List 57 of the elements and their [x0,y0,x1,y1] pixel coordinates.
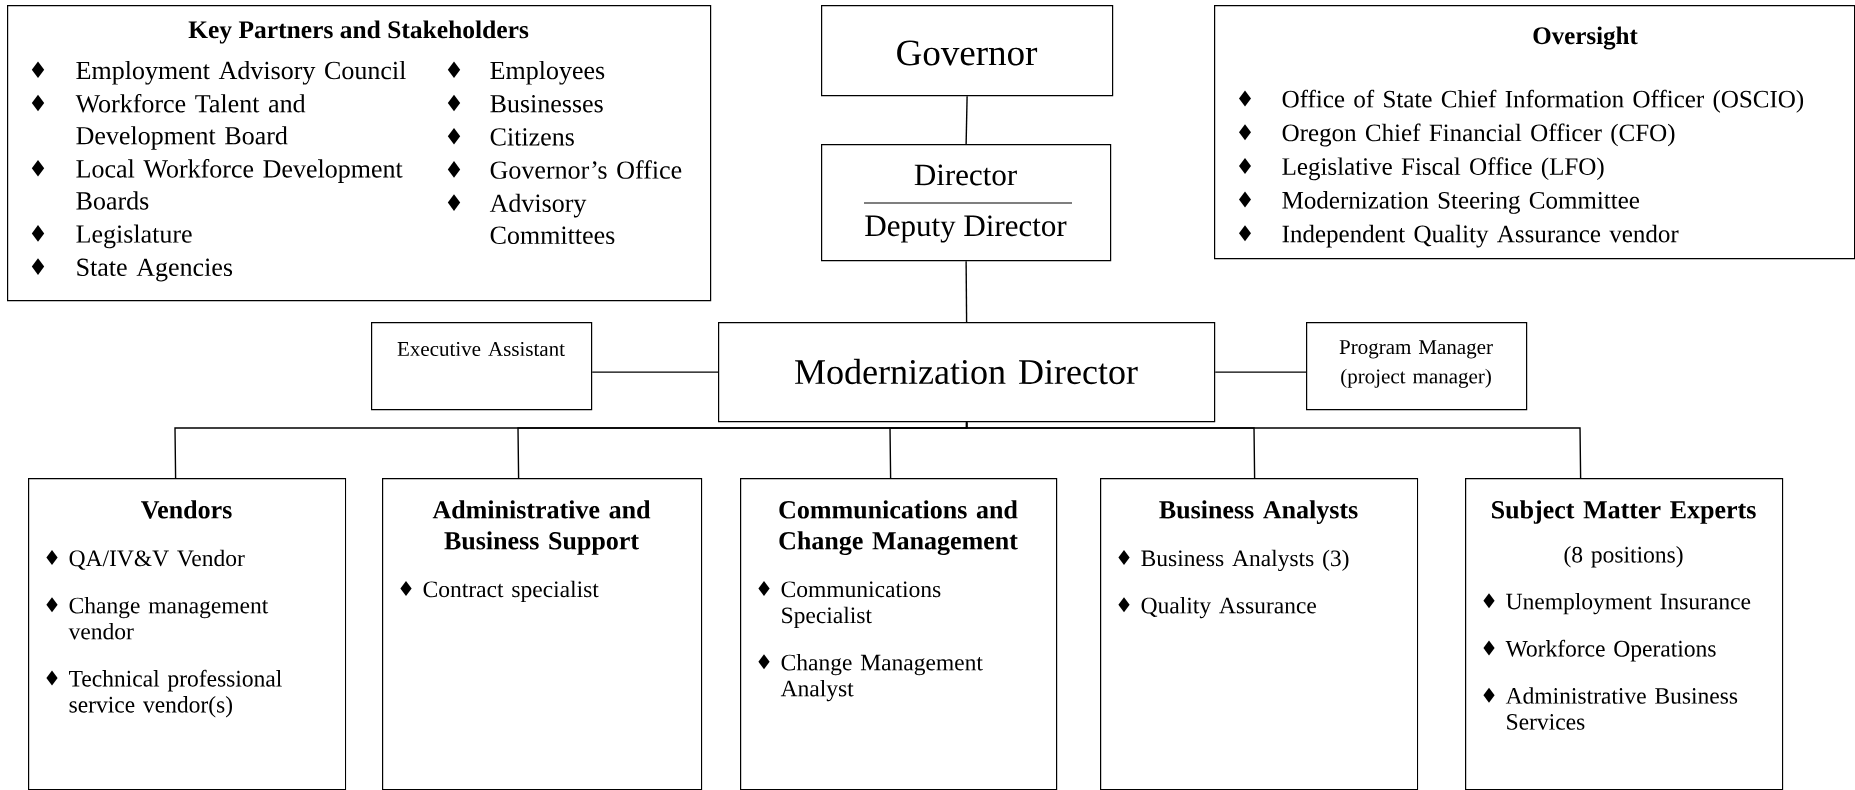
org-box [7,5,712,302]
list-item: Unemployment Insurance [1506,592,1751,615]
connector-line [965,95,968,145]
list-item: Employees [490,60,605,85]
list-item: Employment Advisory Council [76,60,406,85]
list-item: QA/IV&V Vendor [69,549,245,570]
list-item: Contract specialist [423,580,599,602]
title-text: Deputy Director [865,215,1067,243]
list-item: Communications Specialist [781,581,941,628]
list-item: State Agencies [77,258,233,282]
list-item: Administrative Business Services [1505,687,1738,730]
list-item: Change Management Analyst [780,653,983,702]
org-box [740,478,1058,790]
list-item: Legislature [76,224,192,249]
org-box [1465,478,1784,790]
org-box [382,478,703,790]
list-item: Technical professional service vendor(s) [69,669,282,718]
title-text: Executive Assistant [397,341,565,357]
heading: (8 positions) [1564,546,1683,568]
list-item: Workforce Talent and Development Board [75,93,306,150]
connector-line [965,260,968,323]
list-item: Independent Quality Assurance vendor [1282,224,1679,248]
list-item: Office of State Chief Information Officer (OSCIO) [1282,89,1804,113]
list-item: Change management vendor [68,596,269,640]
connector-line [965,421,1582,479]
list-item: Oregon Chief Financial Officer (CFO) [1282,123,1675,147]
title-text: Governor [897,40,1038,66]
connector-line [591,371,719,373]
list-item: Legislative Fiscal Office (LFO) [1282,157,1604,181]
list-item: Advisory Committees [489,193,615,245]
heading: Administrative and Business Support [432,500,651,555]
list-item: Businesses [490,95,603,113]
org-box [718,322,1216,423]
title-text: Program Manager (project manager) [1339,340,1493,388]
list-item: Local Workforce Development Boards [76,159,403,210]
org-box [821,5,1114,97]
org-box [1214,5,1855,260]
list-item: Quality Assurance [1141,596,1316,619]
list-item: Business Analysts (3) [1141,549,1349,572]
connector-line [1214,371,1307,373]
heading: Business Analysts [1159,500,1358,524]
title-text: Director [914,164,1017,186]
org-box [1306,322,1528,411]
heading: Vendors [141,500,232,519]
list-item: Workforce Operations [1505,639,1716,662]
org-box [1100,478,1419,790]
org-box [821,144,1112,262]
org-box [371,322,593,411]
heading: Subject Matter Experts [1492,500,1756,524]
list-item: Governor’s Office [490,160,682,179]
heading: Key Partners and Stakeholders [188,20,529,44]
list-item: Citizens [490,128,574,146]
org-box [28,478,347,790]
title-text: Modernization Director [795,358,1138,385]
heading: Oversight [1533,26,1638,50]
heading: Communications and Change Management [779,500,1018,556]
list-item: Modernization Steering Committee [1282,191,1640,214]
